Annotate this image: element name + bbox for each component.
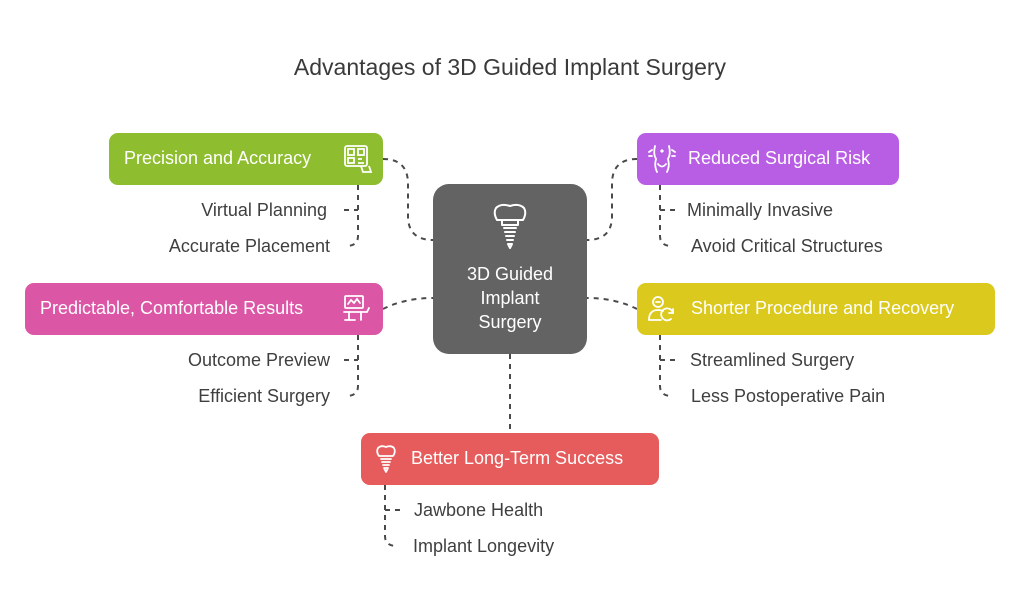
sub-item-accurate-placement: Accurate Placement <box>168 236 330 256</box>
sub-item-minimally-invasive: Minimally Invasive <box>687 200 834 220</box>
sub-item-jawbone-health: Jawbone Health <box>414 500 544 520</box>
sub-item-outcome-preview: Outcome Preview <box>187 350 330 370</box>
connector-precision-items <box>345 185 359 247</box>
connector-success-items <box>384 485 398 547</box>
dental-implant-icon <box>493 203 527 249</box>
person-refresh-icon <box>648 296 674 322</box>
sub-item-efficient-surgery: Efficient Surgery <box>198 386 330 406</box>
branch-reduced-surgical-risk: Reduced Surgical Risk <box>637 133 899 185</box>
connector-recovery-items <box>659 335 673 397</box>
connector-predictable-items <box>345 335 359 397</box>
center-label: 3D Guided Implant Surgery <box>466 264 554 332</box>
branch-label: Better Long-Term Success <box>411 448 624 468</box>
sub-item-less-postoperative-pain: Less Postoperative Pain <box>691 386 886 406</box>
connector-recovery <box>586 297 638 310</box>
branch-label: Shorter Procedure and Recovery <box>691 298 955 318</box>
sub-item-streamlined-surgery: Streamlined Surgery <box>690 350 855 370</box>
diagram-title: Advantages of 3D Guided Implant Surgery <box>293 54 727 80</box>
branch-precision-and-accuracy: Precision and Accuracy <box>109 133 383 185</box>
qr-code-icon <box>344 145 373 173</box>
sub-item-virtual-planning: Virtual Planning <box>201 200 327 220</box>
connector-risk-items <box>659 185 673 247</box>
branch-shorter-procedure-and-recovery: Shorter Procedure and Recovery <box>637 283 995 335</box>
branch-label: Reduced Surgical Risk <box>688 148 871 168</box>
connector-risk <box>586 158 638 241</box>
branch-label: Predictable, Comfortable Results <box>40 298 304 318</box>
connector-predictable <box>382 297 434 310</box>
sub-item-implant-longevity: Implant Longevity <box>413 536 555 556</box>
branch-label: Precision and Accuracy <box>124 148 312 168</box>
branch-predictable-comfortable-results: Predictable, Comfortable Results <box>25 283 383 335</box>
center-node: 3D Guided Implant Surgery <box>433 184 587 354</box>
sub-item-avoid-critical-structures: Avoid Critical Structures <box>691 236 883 256</box>
connector-precision <box>382 158 434 241</box>
dental-chair-monitor-icon <box>343 295 370 321</box>
implant-icon <box>376 445 396 473</box>
branch-better-long-term-success: Better Long-Term Success <box>361 433 659 485</box>
body-torso-icon <box>648 145 676 173</box>
